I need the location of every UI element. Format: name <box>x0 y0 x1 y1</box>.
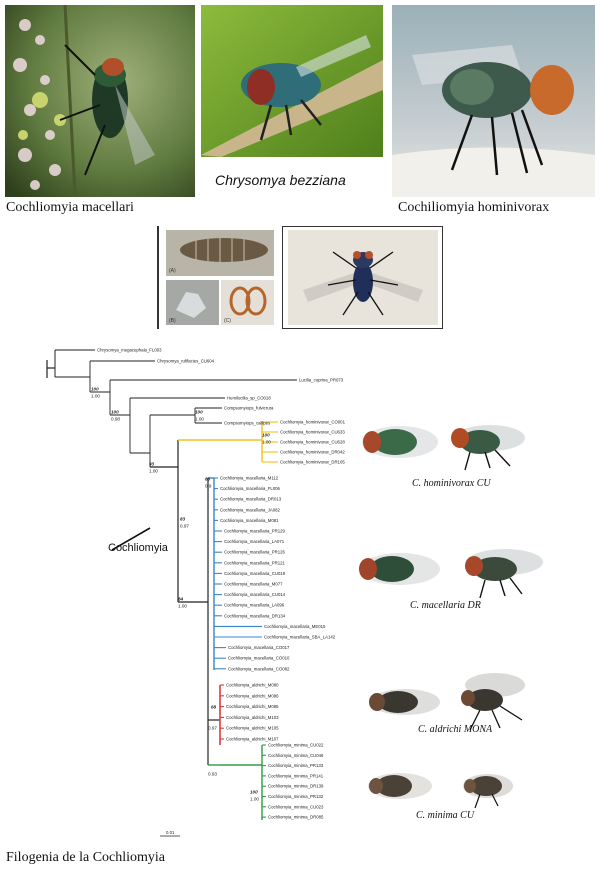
tip-label: Cochliomyia_hominivorax_CO001 <box>280 420 346 425</box>
hominivorax-fly-photos <box>362 425 525 471</box>
posterior-value: 1.00 <box>195 417 204 422</box>
species-caption-aldrichi: C. aldrichi MONA <box>418 724 493 735</box>
posterior-value: 1.00 <box>250 797 259 802</box>
tree-support-values: 100 1.00 100 0.98 100 1.00 93 1.00 100 1.00 83 0.97… <box>91 387 271 802</box>
bootstrap-value: 85 <box>205 477 211 482</box>
larva-photo-c: (C) <box>221 280 274 325</box>
cochliomyia-macellari-caption: Cochliomyia macellari <box>6 200 134 215</box>
tip-label: Cochliomyia_minima_PR132 <box>268 794 324 799</box>
tip-label: Cochliomyia_macellaria_CU014 <box>224 592 286 597</box>
tip-label: Cochliomyia_macellaria_CO082 <box>228 666 290 671</box>
tip-label: Hemilucilia_sp_CO018 <box>227 396 271 401</box>
tip-label: Lucilia_cuprina_PR073 <box>299 378 344 383</box>
tip-label: Cochliomyia_hominivorax_DR105 <box>280 460 345 465</box>
tip-label: Cochliomyia_macellaria_JA082 <box>220 507 281 512</box>
tip-label: Cochliomyia_macellaria_LA096 <box>224 603 285 608</box>
tip-label: Cochliomyia_hominivorax_CU628 <box>280 440 345 445</box>
tip-label: Cochliomyia_aldrichi_M080 <box>226 683 279 688</box>
tip-label: Cochliomyia_macellaria_PR121 <box>224 560 286 565</box>
tip-label: Chrysomya_rufifacies_CU604 <box>157 359 215 364</box>
tip-label: Cochliomyia_macellaria_ME015 <box>264 624 326 629</box>
adult-fly-frame <box>282 226 443 329</box>
tip-label: Cochliomyia_macellaria_LA071 <box>224 539 285 544</box>
tip-label: Cochliomyia_macellaria_FL006 <box>220 486 281 491</box>
tip-label: Cochliomyia_macellaria_SBA_LA142 <box>264 635 336 640</box>
larva-photo-b: (B) <box>166 280 219 325</box>
tip-label: Cochliomyia_aldrichi_M105 <box>226 726 279 731</box>
tip-label: Cochliomyia_macellaria_CU019 <box>224 571 286 576</box>
larva-label-c: (C) <box>224 318 231 324</box>
posterior-value: 1.00 <box>178 604 187 609</box>
posterior-value: 1.00 <box>91 394 100 399</box>
species-caption-hominivorax: C. hominivorax CU <box>412 478 491 489</box>
tip-label: Cochliomyia_minima_CU023 <box>268 804 324 809</box>
posterior-value: 1.00 <box>262 440 271 445</box>
tip-label: Compsomyiops_callipes <box>224 421 270 426</box>
bootstrap-value: 93 <box>149 462 155 467</box>
posterior-value: 0.98 <box>111 417 120 422</box>
tip-label: Cochliomyia_minima_PR141 <box>268 773 324 778</box>
tip-label: Cochliomyia_minima_DR139 <box>268 784 324 789</box>
tip-label: Compsomyiops_fulvicrura <box>224 406 274 411</box>
tip-label: Cochliomyia_macellaria_CO010 <box>228 656 290 661</box>
chrysomya-bezziana-photo <box>201 5 383 157</box>
posterior-value: 0.9 <box>205 484 212 489</box>
tip-label: Chrysomya_megacephala_FL003 <box>97 348 162 353</box>
tip-label: Cochliomyia_aldrichi_M086 <box>226 693 279 698</box>
posterior-value: 0.93 <box>208 772 217 777</box>
cochliomyia-hominivorax-caption: Cochiliomyia hominivorax <box>398 200 550 215</box>
larva-label-b: (B) <box>169 318 176 324</box>
bootstrap-value: 83 <box>180 517 186 522</box>
posterior-value: 0.97 <box>208 726 217 731</box>
larva-panel-frame <box>157 226 281 329</box>
posterior-value: 0.97 <box>180 524 189 529</box>
tip-label: Cochliomyia_macellaria_PR129 <box>224 529 286 534</box>
tree-branches <box>46 349 297 820</box>
larva-photo-a: (A) <box>166 230 274 276</box>
adult-fly-photo <box>288 230 438 325</box>
bootstrap-value: 100 <box>262 433 270 438</box>
tip-label: Cochliomyia_aldrichi_M107 <box>226 737 279 742</box>
minima-fly-photos <box>368 773 513 809</box>
species-caption-minima: C. minima CU <box>416 810 475 821</box>
cochliomyia-hominivorax-photo <box>392 5 595 197</box>
tip-label: Cochliomyia_hominivorax_CU633 <box>280 430 345 435</box>
bootstrap-value: 68 <box>211 705 217 710</box>
tip-label: Cochliomyia_macellaria_CO017 <box>228 645 290 650</box>
chrysomya-bezziana-caption: Chrysomya bezziana <box>215 172 346 188</box>
bootstrap-value: 100 <box>250 790 258 795</box>
tip-label: Cochliomyia_minima_PR133 <box>268 763 324 768</box>
tip-label: Cochliomyia_macellaria_DR134 <box>224 613 286 618</box>
tip-label: Cochliomyia_macellaria_PR126 <box>224 550 286 555</box>
figure-caption: Filogenia de la Cochliomyia <box>6 850 166 865</box>
aldrichi-fly-photos <box>369 673 525 731</box>
macellaria-fly-photos <box>359 549 543 599</box>
tip-label: Cochliomyia_hominivorax_DR042 <box>280 450 345 455</box>
larva-label-a: (A) <box>169 268 176 274</box>
tip-label: Cochliomyia_aldrichi_M085 <box>226 704 279 709</box>
phylogeny-tree: Chrysomya_megacephala_FL003Chrysomya_ruf… <box>46 348 543 837</box>
species-caption-macellaria: C. macellaria DR <box>410 600 481 611</box>
bootstrap-value: 100 <box>91 387 99 392</box>
tree-tip-labels: Chrysomya_megacephala_FL003Chrysomya_ruf… <box>97 348 346 820</box>
tip-label: Cochliomyia_minima_CU046 <box>268 753 324 758</box>
bootstrap-value: 100 <box>111 410 119 415</box>
bootstrap-value: 84 <box>178 597 184 602</box>
tip-label: Cochliomyia_aldrichi_M103 <box>226 715 279 720</box>
tip-label: Cochliomyia_macellaria_M112 <box>220 476 279 481</box>
posterior-value: 1.00 <box>149 469 158 474</box>
cochliomyia-macellari-photo <box>5 5 195 197</box>
scale-bar-label: 0.01 <box>166 830 175 835</box>
tip-label: Cochliomyia_macellaria_M077 <box>224 582 283 587</box>
tip-label: Cochliomyia_macellaria_DR013 <box>220 497 282 502</box>
tip-label: Cochliomyia_minima_CU022 <box>268 743 324 748</box>
tip-label: Cochliomyia_macellaria_M081 <box>220 518 279 523</box>
clade-pointer <box>111 527 151 551</box>
bootstrap-value: 100 <box>195 410 203 415</box>
clade-label-cochliomyia: Cochliomyia <box>108 542 169 554</box>
tip-label: Cochliomyia_minima_DR085 <box>268 815 324 820</box>
